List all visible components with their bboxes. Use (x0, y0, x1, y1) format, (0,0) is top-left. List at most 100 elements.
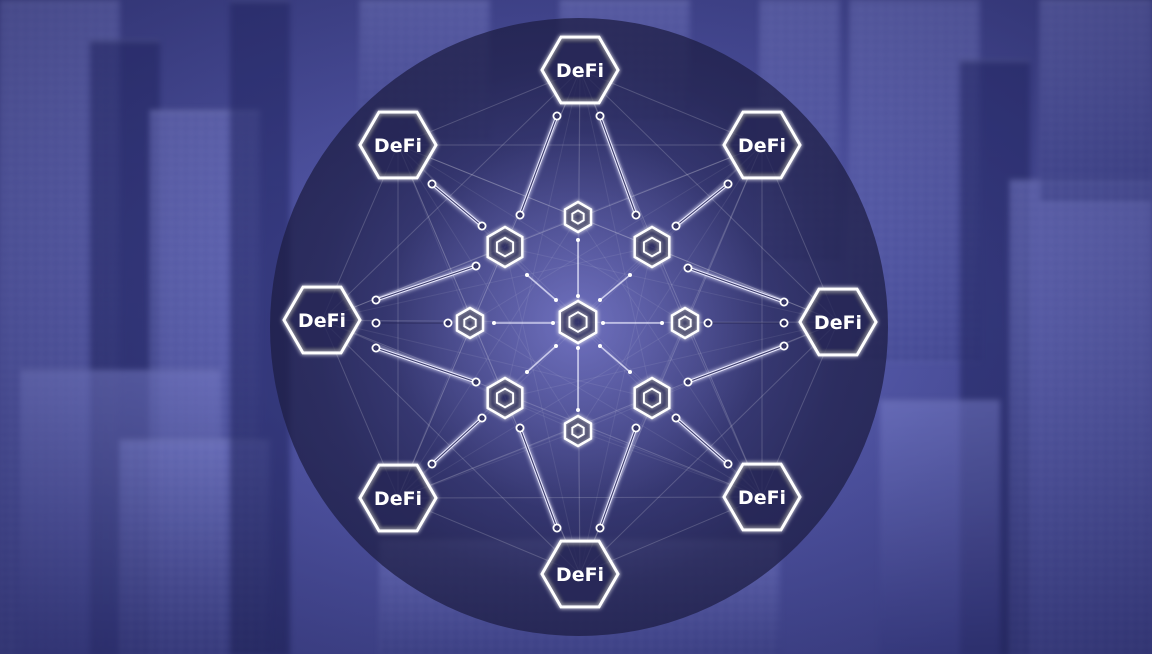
defi-node-bottom-right: DeFi (722, 462, 802, 532)
plug (427, 179, 437, 189)
cable-core (599, 427, 637, 529)
web-line (579, 69, 653, 399)
hexagon-outer (563, 200, 593, 234)
hub (633, 225, 671, 269)
web-line (397, 322, 686, 499)
plug (371, 318, 381, 328)
cable (371, 318, 453, 328)
web-line (397, 144, 839, 323)
hexagon-inner (571, 423, 585, 439)
building (1010, 180, 1152, 654)
web-line (469, 322, 581, 575)
plug (515, 423, 525, 433)
hub (486, 225, 524, 269)
cable (515, 111, 562, 220)
cable-connectors (371, 111, 789, 533)
web-line (321, 319, 653, 399)
building (1040, 0, 1152, 202)
spoke-line (526, 274, 557, 301)
web-line (577, 216, 839, 323)
plug (683, 377, 693, 387)
web-line (397, 321, 839, 499)
cable (371, 343, 481, 387)
cable (703, 318, 789, 328)
spoke-dot (598, 344, 602, 348)
web-line (504, 69, 581, 399)
hexagon-inner (568, 310, 588, 334)
cable-core (675, 183, 729, 227)
spoke-line (526, 345, 557, 373)
web-line (321, 69, 581, 321)
spoke-dot (576, 408, 580, 412)
web-line (579, 69, 686, 324)
hexagon-inner (495, 236, 515, 258)
web-line (321, 319, 579, 432)
defi-label: DeFi (814, 312, 862, 334)
cable (683, 263, 789, 307)
web-line (579, 322, 686, 575)
web-line (577, 144, 763, 432)
hexagon-shape (358, 463, 438, 533)
plug (371, 343, 381, 353)
web-line (397, 144, 686, 324)
web-line (397, 144, 653, 248)
web-line (397, 69, 581, 499)
hexagon-outer (633, 376, 671, 420)
cable (671, 179, 733, 231)
spoke-dot (576, 238, 580, 242)
plug (723, 179, 733, 189)
web-line (397, 144, 506, 399)
plug (595, 523, 605, 533)
web-line (504, 144, 763, 248)
web-line (577, 216, 763, 498)
spoke-line (599, 345, 631, 373)
web-line (397, 496, 763, 499)
cable-core (687, 267, 785, 303)
spoke-dot (551, 321, 555, 325)
spoke-dot (554, 344, 558, 348)
cable-core (375, 265, 477, 301)
hexagon-shape (358, 110, 438, 180)
spoke-dot (660, 321, 664, 325)
web-line (469, 144, 763, 324)
hexagon-shape (540, 539, 620, 609)
plug (671, 413, 681, 423)
web-line (504, 321, 839, 399)
cable-core (519, 427, 558, 529)
hub-small (670, 306, 700, 340)
defi-node-bottom: DeFi (540, 539, 620, 609)
plug (515, 210, 525, 220)
defi-label: DeFi (738, 487, 786, 509)
web-line (504, 144, 763, 399)
hexagon-inner (642, 236, 662, 258)
cable-core (431, 183, 483, 227)
cable-core (687, 345, 785, 383)
plug (779, 341, 789, 351)
web-line (321, 216, 579, 321)
hexagon-inner (571, 209, 585, 225)
web-line (397, 144, 653, 399)
hexagon-outer (670, 306, 700, 340)
web-line (504, 246, 839, 323)
spoke-dot (601, 321, 605, 325)
defi-node-left: DeFi (282, 285, 362, 355)
plug (477, 221, 487, 231)
web-line (397, 144, 579, 432)
cable (515, 423, 562, 533)
spoke-dot (576, 346, 580, 350)
spoke-dot (576, 294, 580, 298)
web-line (397, 216, 579, 499)
hexagon-inner (495, 387, 515, 409)
defi-node-right: DeFi (798, 287, 878, 357)
plug (427, 459, 437, 469)
hexagon-inner (463, 315, 477, 331)
defi-node-top: DeFi (540, 35, 620, 105)
plug (683, 263, 693, 273)
spoke-line (599, 274, 631, 301)
cable (595, 423, 641, 533)
web-line (504, 397, 763, 498)
hexagon-outer (486, 376, 524, 420)
defi-label: DeFi (374, 488, 422, 510)
defi-label: DeFi (298, 310, 346, 332)
